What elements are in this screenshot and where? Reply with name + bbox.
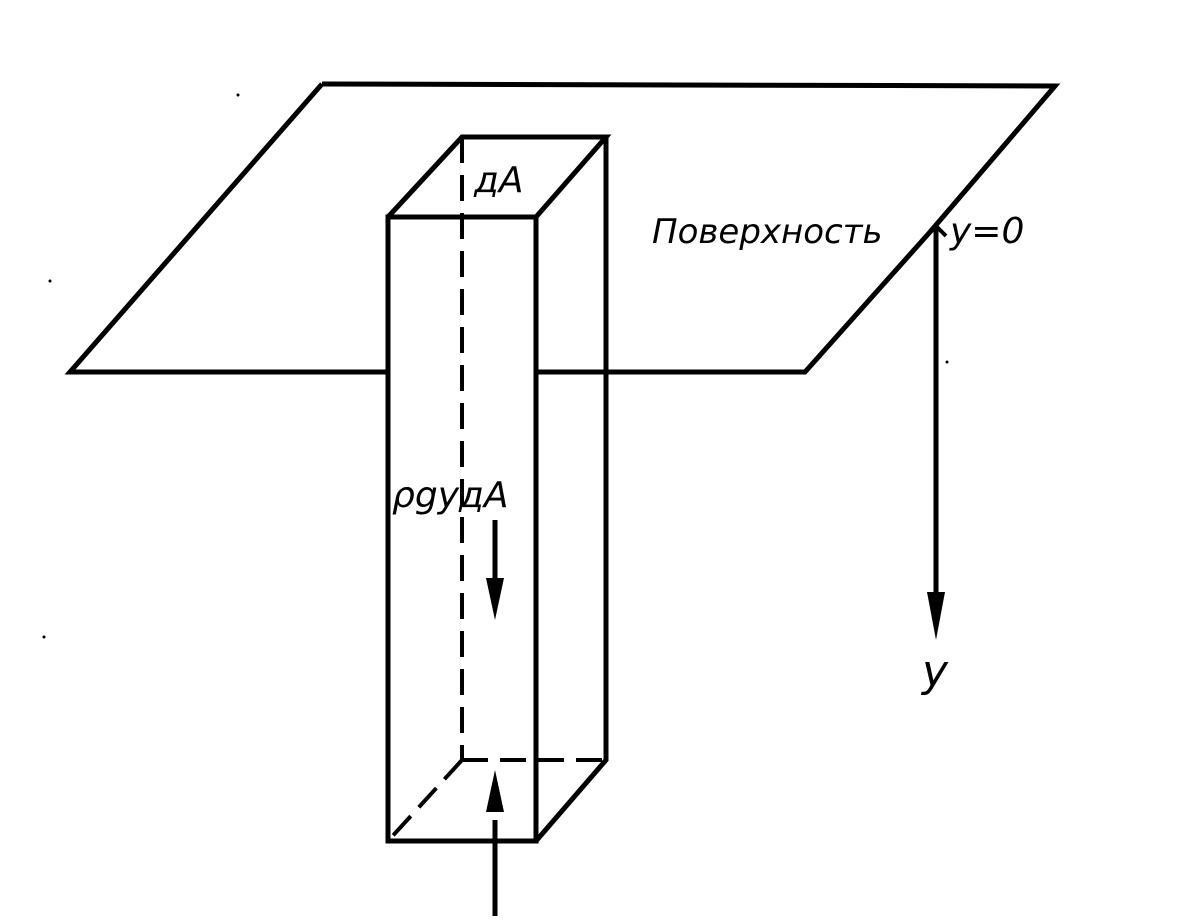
surface-plane-front-far: [606, 230, 932, 375]
column-hidden-bottom-left-edge: [386, 758, 464, 843]
top-face-label: дA: [473, 160, 524, 201]
column-top-face: [386, 134, 612, 219]
y-axis-arrow-head: [927, 592, 945, 640]
scan-speck: [236, 93, 240, 97]
axis-label: y: [920, 646, 949, 697]
scan-speck: [48, 279, 52, 283]
origin-label: y=0: [949, 211, 1024, 252]
surface-label: Поверхность: [652, 212, 883, 252]
surface-plane-left-edge: [64, 82, 388, 375]
surface-plane-back: [321, 81, 1061, 234]
weight-arrow-head: [486, 578, 504, 620]
scan-speck: [945, 360, 949, 364]
pressure-arrow-head: [486, 770, 504, 812]
weight-label: ρgyдA: [392, 475, 509, 516]
y-axis-origin-tick: [924, 223, 948, 238]
scan-speck: [42, 635, 46, 639]
column-right-face: [534, 137, 609, 843]
